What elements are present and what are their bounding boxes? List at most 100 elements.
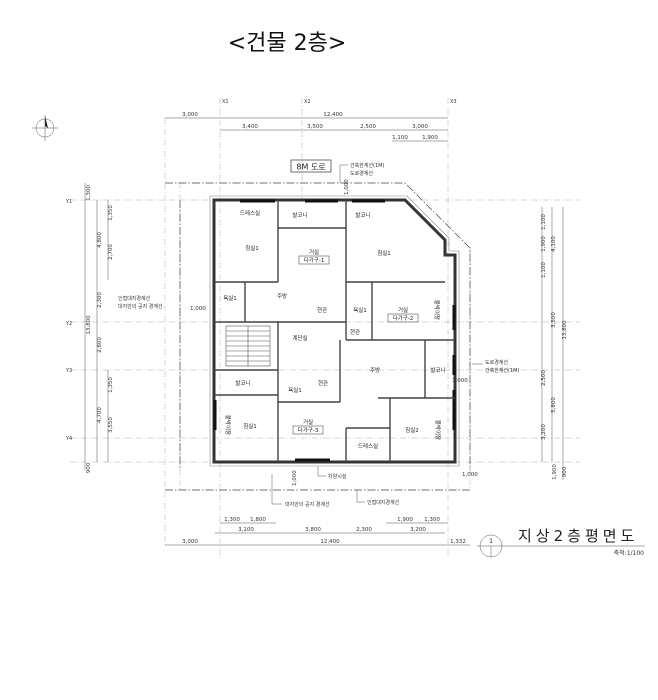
room-u3-closet-right: 붙박이장: [434, 420, 442, 440]
svg-text:3,200: 3,200: [541, 424, 547, 440]
svg-text:2,300: 2,300: [97, 292, 103, 308]
annotation-canopy: 차양시설: [328, 473, 347, 480]
room-u2-balcony: 발코니: [355, 211, 370, 219]
room-u1-entry: 현관: [317, 306, 327, 314]
sheet-title-block: 1 지상2층평면도 축척:1/100: [477, 527, 645, 558]
room-u3-dress: 드레스실: [358, 442, 378, 450]
room-u3-entry: 현관: [318, 379, 328, 387]
svg-text:12,400: 12,400: [323, 112, 343, 118]
svg-text:X2: X2: [304, 99, 311, 105]
room-u3-living: 거실: [303, 418, 313, 426]
unit-label-3: 다가구-3: [298, 426, 319, 434]
svg-text:3,200: 3,200: [410, 527, 426, 533]
room-labels: 드레스실 침실1 발코니 거실 다가구-1 주방 욕실1 현관 계단실 발코니 …: [223, 209, 445, 450]
annotation-building-line: 건축한계선(1M): [350, 162, 384, 169]
svg-text:3,400: 3,400: [242, 124, 258, 130]
setback-bottom: 1,000: [292, 470, 298, 486]
site-boundary: [165, 182, 471, 470]
svg-text:3,500: 3,500: [551, 312, 557, 328]
svg-text:4,700: 4,700: [97, 407, 103, 423]
room-u2-bath: 욕실1: [353, 306, 367, 314]
svg-text:1,100: 1,100: [541, 214, 547, 230]
svg-text:1,100: 1,100: [392, 135, 408, 141]
svg-text:1,900: 1,900: [422, 135, 438, 141]
room-u3-closet-left: 붙박이장: [224, 415, 232, 435]
svg-text:X1: X1: [222, 99, 229, 105]
svg-text:2,500: 2,500: [541, 370, 547, 386]
svg-text:3,000: 3,000: [412, 124, 428, 130]
svg-text:3,000: 3,000: [182, 539, 198, 545]
sheet-title: 지상2층평면도: [518, 527, 638, 545]
svg-text:900: 900: [86, 462, 92, 473]
svg-text:Y4: Y4: [65, 436, 72, 442]
svg-text:3,500: 3,500: [307, 124, 323, 130]
svg-text:2,500: 2,500: [360, 124, 376, 130]
setback-left: 1,000: [190, 306, 206, 312]
svg-text:12,400: 12,400: [320, 539, 340, 545]
sheet-scale: 축척:1/100: [614, 549, 645, 557]
svg-text:1,300: 1,300: [424, 517, 440, 523]
svg-text:Y2: Y2: [65, 321, 72, 327]
svg-text:1,900: 1,900: [552, 464, 558, 480]
svg-text:3,800: 3,800: [305, 527, 321, 533]
svg-text:13,800: 13,800: [86, 315, 92, 335]
svg-text:1,100: 1,100: [541, 262, 547, 278]
svg-text:900: 900: [562, 466, 568, 477]
svg-text:1,900: 1,900: [397, 517, 413, 523]
room-u3-kitchen: 주방: [370, 366, 380, 374]
road-label: 8M 도로: [296, 163, 325, 172]
road-label-box: [290, 159, 332, 173]
room-u3-bath: 욕실1: [288, 386, 302, 394]
annotation-road-boundary-right: 도로경계선: [485, 359, 508, 366]
svg-text:3,550: 3,550: [108, 417, 114, 433]
room-u1-kitchen: 주방: [277, 292, 287, 300]
room-u3-balcony-right: 발코니: [430, 366, 445, 374]
setback-top: 1,000: [344, 179, 350, 195]
svg-text:4,100: 4,100: [551, 236, 557, 252]
svg-text:4,800: 4,800: [97, 232, 103, 248]
svg-text:1,800: 1,800: [250, 517, 266, 523]
svg-text:1,900: 1,900: [541, 236, 547, 252]
svg-text:13,800: 13,800: [562, 320, 568, 340]
svg-text:1,350: 1,350: [108, 377, 114, 393]
svg-text:1,350: 1,350: [108, 205, 114, 221]
svg-text:Y3: Y3: [65, 368, 72, 374]
grid-markers: X1 X2 X3 Y1 Y2 Y3 Y4: [65, 99, 457, 442]
annotation-adjacent-bottom: 인접대지경계선: [367, 499, 400, 506]
svg-text:2,300: 2,300: [356, 527, 372, 533]
room-stair: 계단실: [292, 334, 307, 342]
right-dimensions: 1,100 1,900 1,100 3,500 2,500 3,200 4,10…: [541, 207, 568, 480]
setback-right: 1,000: [452, 378, 468, 384]
svg-text:X3: X3: [450, 99, 457, 105]
svg-text:2,700: 2,700: [108, 244, 114, 260]
room-u3-balcony-left: 발코니: [235, 379, 250, 387]
building-walls: [209, 195, 460, 467]
setback-bottom-right: 1,000: [462, 472, 478, 478]
svg-text:3,000: 3,000: [182, 112, 198, 118]
room-u2-entry: 현관: [350, 328, 360, 336]
unit-label-1: 다가구-1: [304, 256, 325, 264]
room-u2-living: 거실: [398, 306, 408, 314]
svg-text:1,332: 1,332: [450, 539, 466, 545]
room-u2-bedroom: 침실1: [377, 249, 391, 257]
svg-text:2,800: 2,800: [97, 337, 103, 353]
page-title: <건물 2층>: [228, 31, 347, 56]
annotation-adjacent-boundary: 인접대지경계선: [118, 295, 151, 302]
bottom-dimensions: 1,300 1,800 1,900 1,300 3,100 3,800 2,30…: [165, 517, 470, 546]
svg-text:1,300: 1,300: [224, 517, 240, 523]
svg-text:1,300: 1,300: [86, 185, 92, 201]
room-u2-closet: 붙박이장: [433, 300, 441, 320]
annotation-road-boundary: 도로경계선: [350, 170, 373, 177]
annotation-open-space-line: 대지안의 공지 경계선: [118, 303, 163, 310]
north-arrow-icon: [32, 115, 58, 141]
svg-text:3,100: 3,100: [238, 527, 254, 533]
annotation-open-space-bottom: 대지안의 공지 경계선: [285, 501, 330, 508]
staircase: [225, 325, 271, 367]
room-u3-bedroom2: 침실2: [405, 426, 419, 434]
top-dimensions: 3,000 12,400 3,400 3,500 2,500 3,000 1,1…: [165, 112, 448, 142]
sheet-number: 1: [489, 538, 493, 545]
room-u3-bedroom1: 침실1: [243, 422, 257, 430]
room-u1-bath: 욕실1: [223, 294, 237, 302]
svg-text:5,800: 5,800: [551, 397, 557, 413]
unit-label-2: 다가구-2: [393, 314, 414, 322]
